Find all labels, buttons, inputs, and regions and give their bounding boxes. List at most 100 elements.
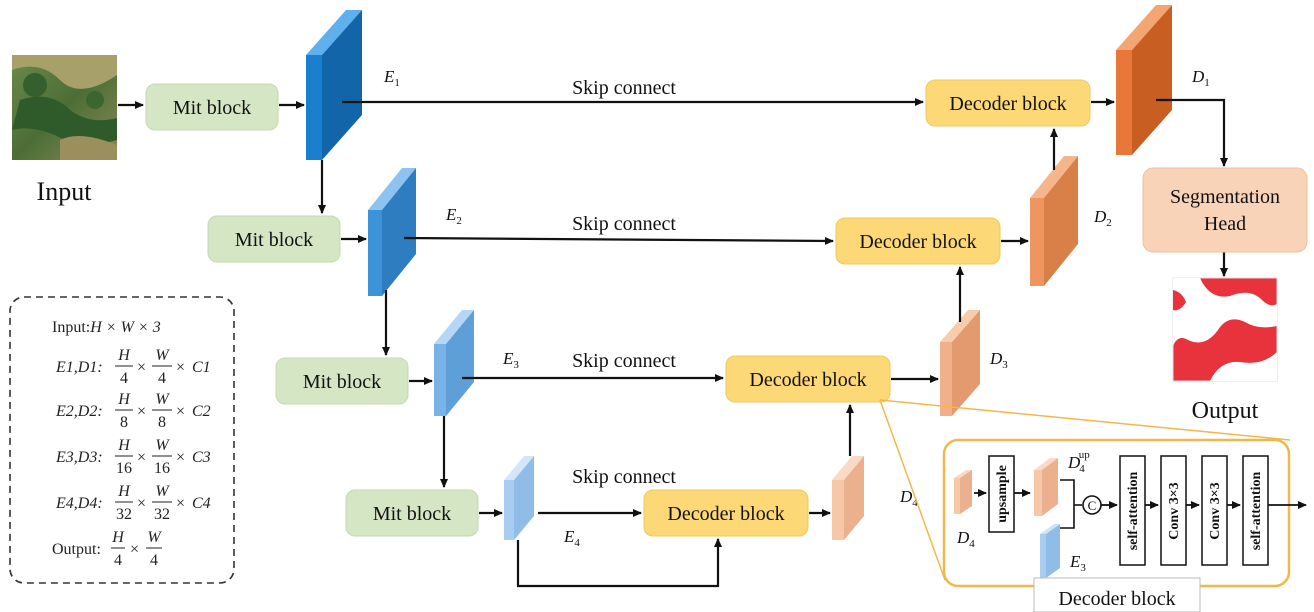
decoder-block-1-label: Decoder block	[949, 93, 1066, 115]
upsample-label: upsample	[995, 465, 1010, 523]
decoder-d4	[832, 456, 864, 540]
detail-d4-label: D4	[956, 528, 975, 550]
mit-block-2-label: Mit block	[235, 229, 313, 251]
legend-row-4-times1: ×	[137, 495, 146, 512]
legend-row-2-times2: ×	[176, 403, 185, 420]
legend-output: Output: H 4 × W 4	[52, 529, 162, 569]
legend-row-4-num2: W	[155, 483, 170, 500]
op-box-3	[1201, 455, 1228, 566]
legend-row-3-times2: ×	[176, 449, 185, 466]
legend-input: Input:H × W × 3	[52, 319, 161, 336]
encoder-e1	[306, 10, 362, 160]
detail-caption: Decoder block	[1033, 577, 1201, 612]
detail-d4-up-label: D4up	[1067, 449, 1090, 475]
decoder-d1	[1116, 5, 1172, 155]
decoder-d1-label: D1	[1191, 67, 1210, 89]
detail-d4-up-slab	[1034, 458, 1058, 516]
skip-label-1: Skip connect	[572, 77, 676, 99]
mit-block-2: Mit block	[207, 215, 341, 263]
seg-head-line1: Segmentation	[1170, 186, 1280, 208]
skip-label-4: Skip connect	[572, 466, 676, 488]
legend-output-times: ×	[130, 541, 139, 558]
legend-row-4-times2: ×	[176, 495, 185, 512]
decoder-block-2: Decoder block	[835, 217, 1001, 265]
legend-output-num2: W	[147, 529, 162, 546]
legend-row-1-times2: ×	[176, 359, 185, 376]
legend-row-2-den2: 8	[158, 414, 166, 431]
legend-rows: E1,D1:H4×W4×C1E2,D2:H8×W8×C2E3,D3:H16×W1…	[55, 347, 211, 523]
legend-row-3-num2: W	[155, 437, 170, 454]
upsample-box	[988, 455, 1015, 533]
legend-row-3-label: E3,D3:	[55, 449, 103, 466]
segmentation-head: Segmentation Head	[1142, 167, 1308, 253]
legend-row-2-num1: H	[117, 391, 131, 408]
op-label-2: Conv 3×3	[1167, 482, 1182, 539]
decoder-block-2-label: Decoder block	[859, 231, 976, 253]
op-box-2	[1160, 455, 1187, 566]
detail-caption-label: Decoder block	[1058, 588, 1175, 610]
mit-block-1-label: Mit block	[173, 97, 251, 119]
encoder-e4-label: E4	[563, 527, 580, 549]
legend-row-3-den2: 16	[154, 460, 170, 477]
mit-block-4-label: Mit block	[373, 503, 451, 525]
input-image	[12, 55, 117, 160]
detail-d4-slab	[954, 470, 972, 514]
seg-head-line2: Head	[1204, 213, 1246, 235]
encoder-e1-label: E1	[383, 67, 400, 89]
legend-output-den1: 4	[114, 552, 122, 569]
encoder-e3-label: E3	[502, 349, 519, 371]
skip-label-2: Skip connect	[572, 213, 676, 235]
legend-row-1-num2: W	[155, 347, 170, 364]
legend-box: Input:H × W × 3	[9, 296, 235, 584]
encoder-e4	[504, 456, 534, 540]
legend-row-1-label: E1,D1:	[55, 359, 103, 376]
input-label: Input	[37, 177, 93, 206]
decoder-d2	[1030, 156, 1078, 286]
decoder-detail: D4 upsample D4up E3 C self-attention	[942, 438, 1307, 588]
legend-row-2-channels: C2	[192, 403, 211, 420]
encoder-e2	[368, 168, 416, 296]
decoder-d3	[940, 310, 980, 416]
detail-e3-label: E3	[1069, 552, 1086, 574]
legend-row-3-den1: 16	[116, 460, 132, 477]
legend-row-3-times1: ×	[137, 449, 146, 466]
detail-e3-slab	[1040, 524, 1060, 578]
legend-row-3-channels: C3	[192, 449, 211, 466]
legend-row-4-den1: 32	[116, 506, 132, 523]
op-label-3: Conv 3×3	[1208, 482, 1223, 539]
arrows	[118, 98, 1228, 588]
legend-row-3-num1: H	[117, 437, 131, 454]
legend-row-4-den2: 32	[154, 506, 170, 523]
mit-block-1: Mit block	[145, 83, 279, 131]
legend-row-2-num2: W	[155, 391, 170, 408]
legend-row-2-label: E2,D2:	[55, 403, 103, 420]
decoder-d2-label: D2	[1093, 207, 1112, 229]
legend-row-4-channels: C4	[192, 495, 211, 512]
mit-block-4: Mit block	[345, 489, 479, 537]
decoder-block-3-label: Decoder block	[749, 369, 866, 391]
legend-row-4-num1: H	[117, 483, 131, 500]
legend-row-1-den2: 4	[158, 370, 166, 387]
legend-output-label: Output:	[52, 541, 101, 558]
decoder-block-3: Decoder block	[725, 355, 891, 403]
mit-block-3-label: Mit block	[303, 371, 381, 393]
op-label-1: self-attention	[1126, 472, 1141, 551]
mit-block-3: Mit block	[275, 357, 409, 405]
decoder-d4-label: D4	[899, 487, 918, 509]
decoder-block-4-label: Decoder block	[667, 503, 784, 525]
zoom-lines	[879, 399, 1291, 581]
op-box-1	[1119, 455, 1146, 566]
legend-row-2-times1: ×	[137, 403, 146, 420]
op-label-4: self-attention	[1249, 472, 1264, 551]
decoder-block-4: Decoder block	[643, 489, 809, 537]
legend-output-num1: H	[111, 529, 125, 546]
legend-row-1-channels: C1	[192, 359, 211, 376]
encoder-e3	[434, 310, 474, 416]
skip-label-3: Skip connect	[572, 350, 676, 372]
concat-label: C	[1088, 498, 1097, 513]
legend-row-4-label: E4,D4:	[55, 495, 103, 512]
legend-row-2-den1: 8	[120, 414, 128, 431]
legend-output-den2: 4	[150, 552, 158, 569]
op-box-4	[1242, 455, 1269, 566]
